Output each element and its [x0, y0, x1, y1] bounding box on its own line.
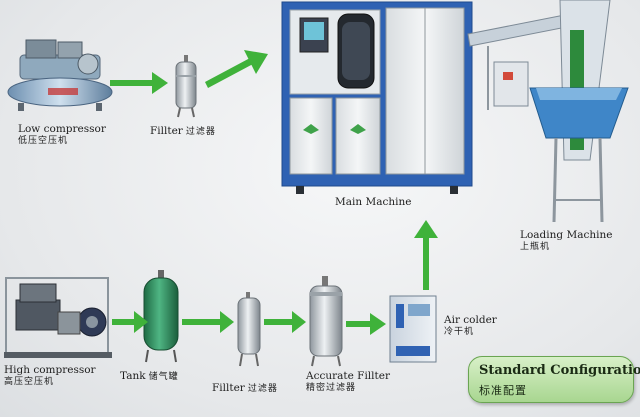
filter-bottom-icon	[237, 292, 261, 367]
main-machine-label-en: Main Machine	[335, 196, 412, 208]
high-compressor-label: High compressor 高压空压机	[4, 364, 96, 388]
loading-machine-icon	[467, 0, 629, 223]
flow-arrows	[110, 50, 438, 335]
loading-machine-label-cn: 上瓶机	[520, 242, 551, 252]
accurate-filter-icon	[309, 276, 343, 367]
main-machine-label: Main Machine	[335, 196, 411, 208]
low-compressor-label-en: Low compressor	[18, 123, 106, 135]
accurate-filter-label-en: Accurate Fillter	[306, 370, 390, 382]
arrow-tank-to-filter	[182, 311, 234, 333]
accurate-filter-label-cn: 精密过滤器	[306, 383, 357, 393]
main-machine-icon	[281, 1, 473, 194]
filter-top-label-cn: 过滤器	[185, 127, 216, 137]
low-compressor-icon	[7, 39, 113, 111]
badge-title-cn: 标准配置	[479, 384, 527, 397]
tank-label-cn: 储气罐	[148, 372, 179, 382]
high-compressor-label-en: High compressor	[4, 364, 96, 376]
air-colder-label-en: Air colder	[444, 314, 497, 326]
arrow-compressor-to-filter	[110, 72, 168, 94]
arrow-high-compressor-to-tank	[112, 311, 148, 333]
filter-bottom-label-cn: 过滤器	[247, 384, 278, 394]
low-compressor-label: Low compressor 低压空压机	[18, 123, 106, 147]
badge-title-en: Standard Configuration	[479, 363, 640, 378]
tank-icon	[143, 270, 179, 363]
accurate-filter-label: Accurate Fillter 精密过滤器	[306, 370, 390, 394]
loading-machine-label-en: Loading Machine	[520, 229, 613, 241]
air-colder-label-cn: 冷干机	[444, 327, 475, 337]
arrow-filter-to-main-machine	[205, 50, 268, 88]
tank-label-en: Tank	[120, 370, 146, 382]
high-compressor-label-cn: 高压空压机	[4, 377, 55, 387]
low-compressor-label-cn: 低压空压机	[18, 136, 69, 146]
filter-top-label-en: Fillter	[150, 125, 183, 137]
air-colder-icon	[389, 295, 437, 363]
standard-configuration-badge: Standard Configuration 标准配置	[468, 356, 640, 403]
arrow-air-colder-to-main-machine	[414, 220, 438, 290]
filter-top-icon	[175, 55, 197, 118]
arrow-filter-to-accurate-filter	[264, 311, 306, 333]
air-colder-label: Air colder 冷干机	[444, 314, 497, 338]
high-compressor-icon	[4, 277, 112, 358]
loading-machine-label: Loading Machine 上瓶机	[520, 229, 612, 253]
filter-bottom-label-en: Fillter	[212, 382, 245, 394]
arrow-accurate-filter-to-air-colder	[346, 313, 386, 335]
